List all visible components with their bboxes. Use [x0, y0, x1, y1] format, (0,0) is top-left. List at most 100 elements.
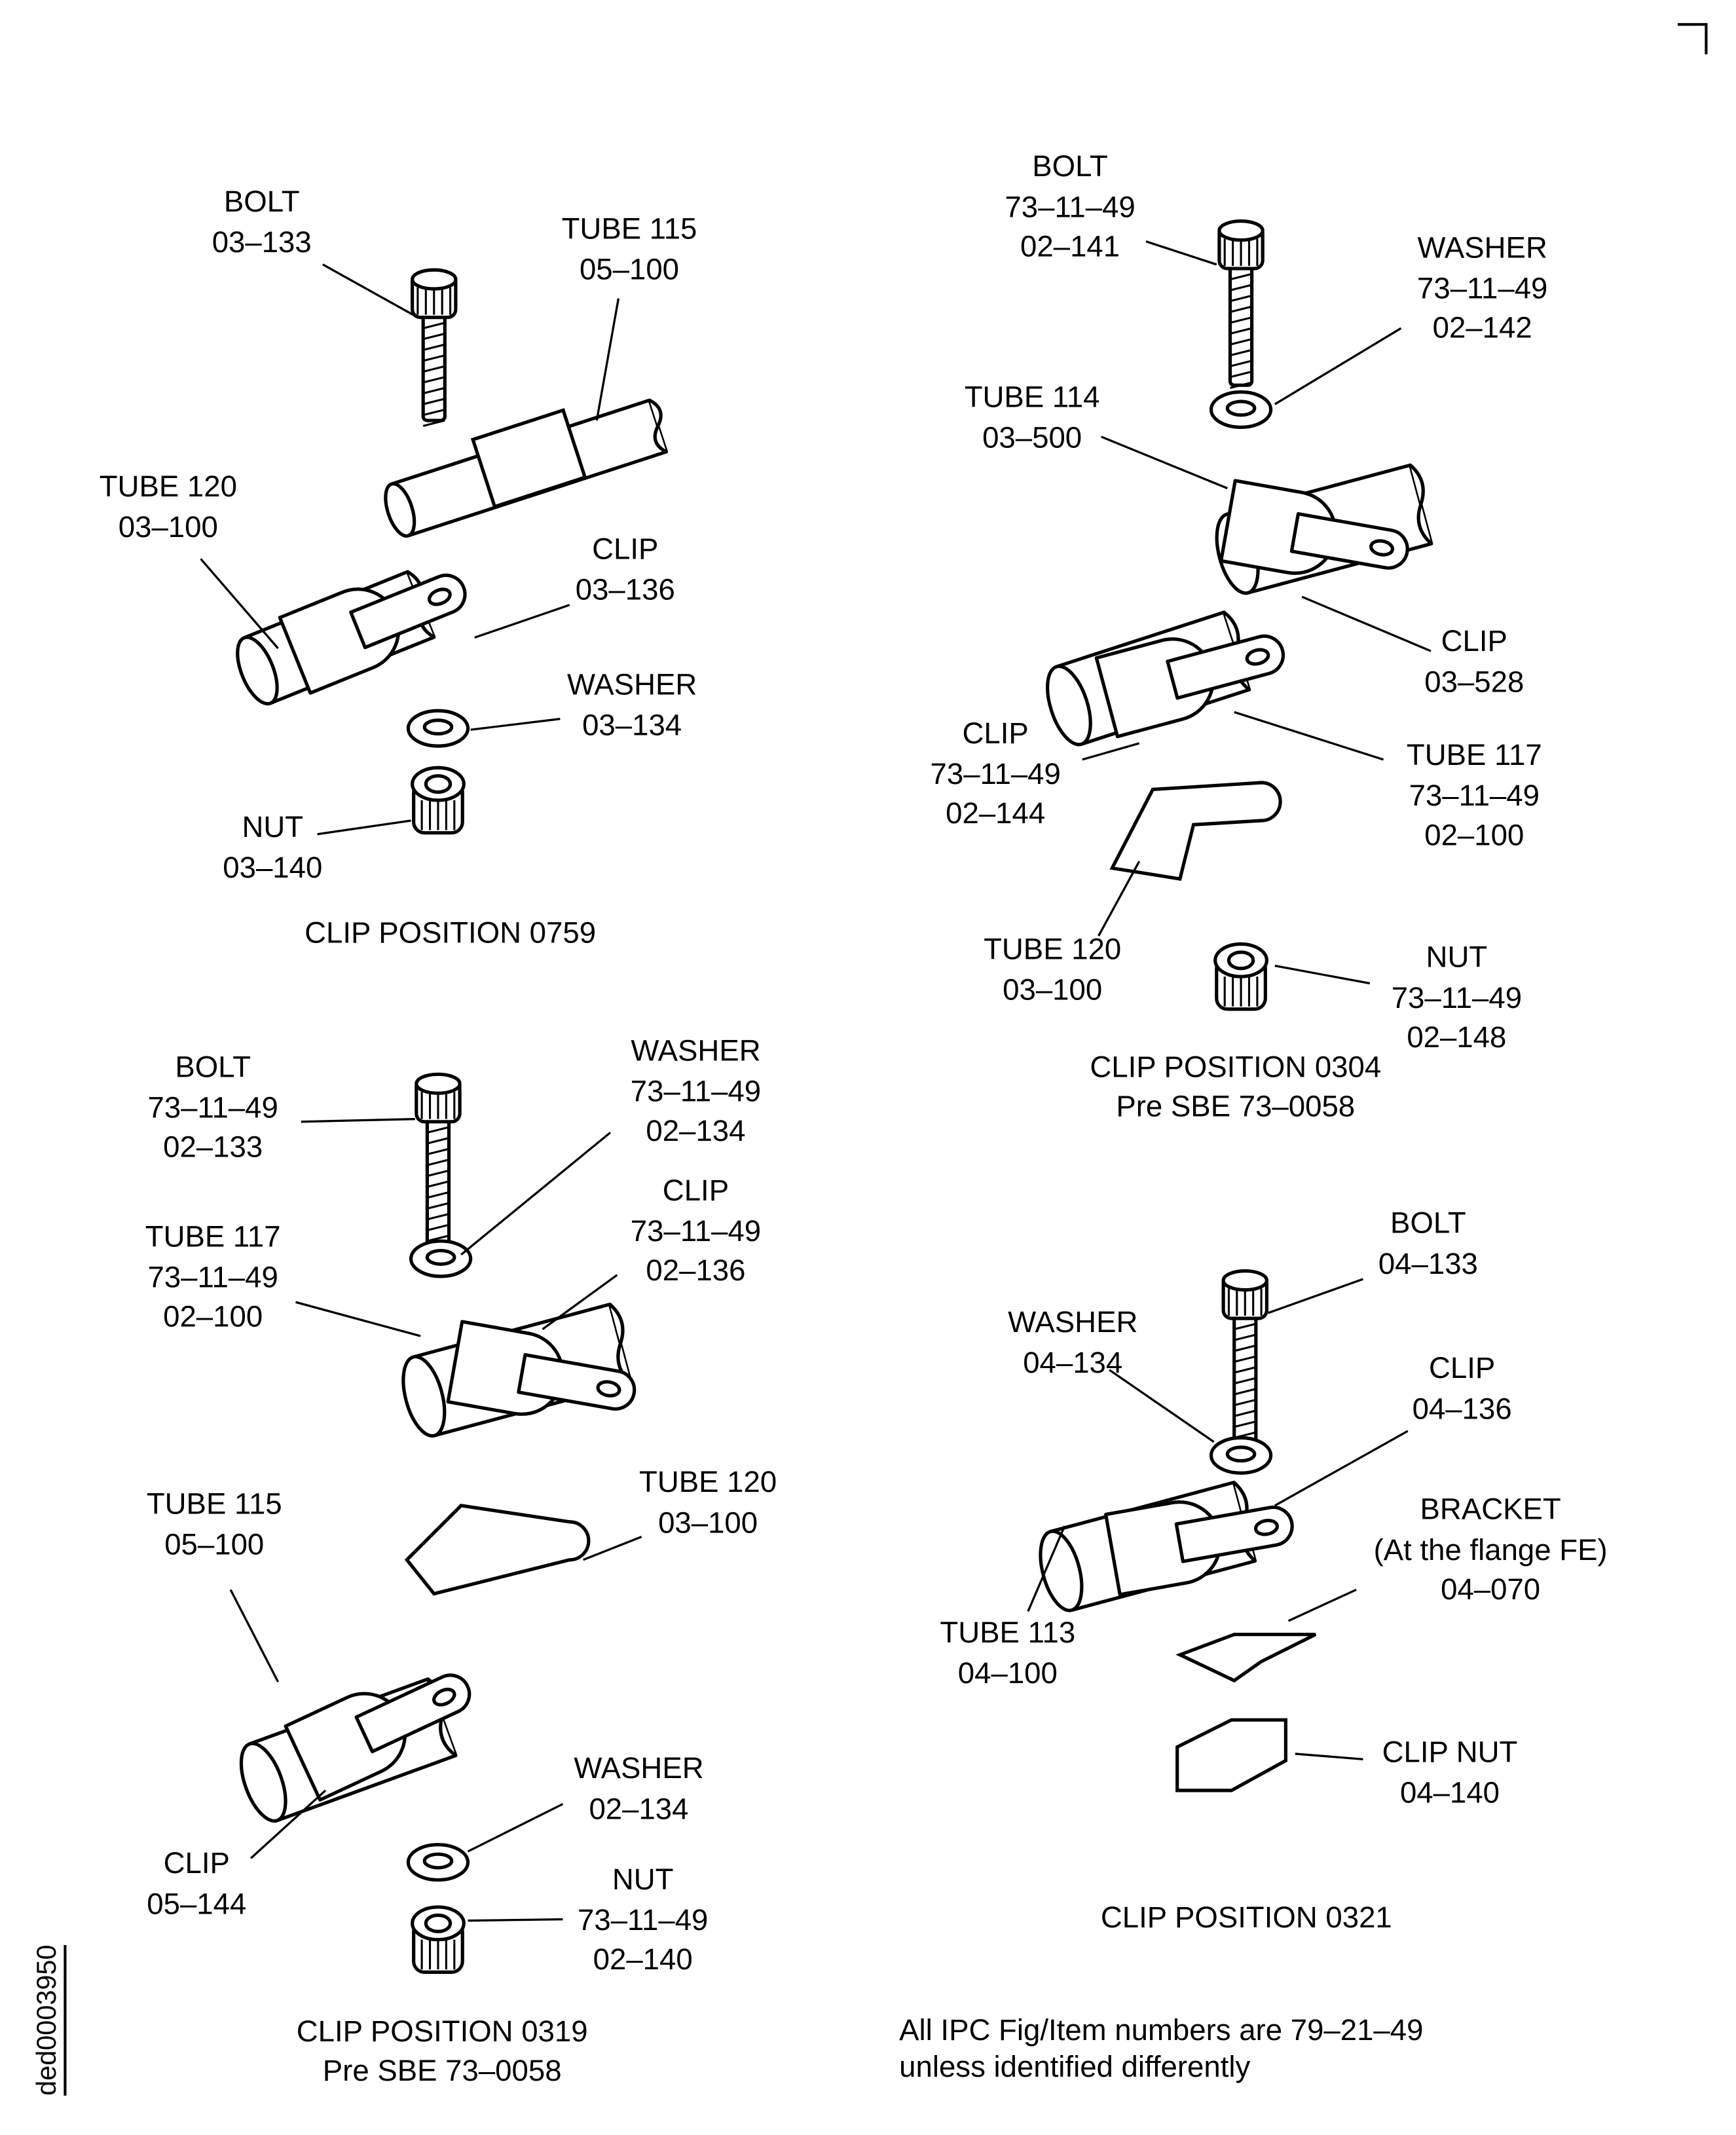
label-clip-02-136: CLIP 73–11–49 02–136 — [630, 1173, 762, 1288]
label-tube-120: TUBE 120 03–100 — [639, 1464, 777, 1539]
label-tube-115: TUBE 115 05–100 — [146, 1486, 282, 1561]
nut-part — [411, 1905, 466, 1974]
bolt-head-top — [1217, 219, 1265, 242]
washer-hole — [1225, 1445, 1257, 1463]
bolt-thread — [422, 398, 445, 405]
leader-line — [1234, 711, 1384, 761]
bolt-thread — [422, 376, 445, 384]
clip-hole — [1369, 539, 1395, 557]
bolt-thread — [1234, 1345, 1257, 1352]
bolt-thread — [422, 322, 445, 329]
leader-line — [460, 1132, 612, 1256]
leader-line — [467, 1803, 564, 1853]
ipc-note: All IPC Fig/Item numbers are 79–21–49 un… — [899, 2013, 1424, 2084]
bolt-thread — [422, 408, 445, 417]
label-clip-05-144: CLIP 05–144 — [147, 1846, 247, 1920]
leader-line — [595, 298, 620, 421]
clip-hole — [427, 587, 452, 606]
nut-part — [1213, 942, 1268, 1011]
tube-end — [236, 635, 279, 706]
clip-hole — [1245, 648, 1270, 666]
nut-bore — [424, 774, 452, 794]
bolt-thread — [1234, 1355, 1257, 1363]
leader-line — [1101, 436, 1228, 490]
clip-hole — [1253, 1519, 1279, 1536]
washer-part — [406, 1843, 470, 1882]
bolt-thread — [1230, 370, 1253, 379]
washer-hole — [1225, 399, 1257, 417]
bolt-part — [415, 1072, 462, 1264]
leader-line — [317, 819, 411, 836]
title-clip-position-0759: CLIP POSITION 0759 — [305, 915, 597, 950]
bolt-head-top — [411, 268, 458, 291]
leader-line — [468, 1918, 563, 1922]
leader-line — [470, 718, 561, 731]
label-bolt-03-133: BOLT 03–133 — [212, 184, 312, 259]
corner-crop-mark — [1677, 23, 1708, 54]
bolt-thread — [427, 1191, 449, 1199]
bolt-shaft — [1228, 261, 1254, 387]
document-id: ded0003950 — [32, 1944, 67, 2096]
clip-part — [284, 1673, 471, 1802]
washer-hole — [422, 718, 454, 736]
clip-bracket-part — [1109, 781, 1282, 882]
label-clip-02-144: CLIP 73–11–49 02–144 — [930, 716, 1061, 830]
label-washer-02-134: WASHER 73–11–49 02–134 — [630, 1033, 762, 1148]
leader-line — [582, 1536, 642, 1561]
bolt-head-top — [415, 1072, 462, 1095]
label-clip-03-136: CLIP 03–136 — [575, 531, 675, 606]
leader-line — [1027, 1525, 1066, 1612]
leader-line — [1109, 1369, 1215, 1443]
label-washer-04-134: WASHER 04–134 — [1008, 1305, 1138, 1379]
bolt-thread — [427, 1223, 449, 1231]
label-tube-120: TUBE 120 03–100 — [99, 469, 237, 544]
bolt-thread — [1234, 1377, 1257, 1385]
bolt-part — [411, 268, 458, 427]
label-bracket-04-070: BRACKET (At the flange FE) 04–070 — [1373, 1492, 1608, 1606]
label-nut-02-140: NUT 73–11–49 02–140 — [578, 1862, 709, 1977]
clip-part — [1219, 479, 1409, 575]
bolt-thread — [1230, 316, 1253, 324]
label-tube-113: TUBE 113 04–100 — [940, 1615, 1076, 1690]
bolt-thread — [1230, 338, 1253, 346]
label-bolt-02-141: BOLT 73–11–49 02–141 — [1005, 149, 1136, 263]
washer-part — [406, 709, 470, 748]
tube-end — [1046, 664, 1092, 747]
label-bolt-04-133: BOLT 04–133 — [1378, 1206, 1478, 1280]
bolt-thread — [1234, 1366, 1257, 1374]
nut-bore — [1227, 950, 1255, 971]
leader-line — [1274, 964, 1371, 985]
title-clip-position-0321: CLIP POSITION 0321 — [1100, 1900, 1392, 1935]
tube-nut-fitting — [470, 408, 587, 509]
label-tube-115: TUBE 115 05–100 — [561, 212, 697, 286]
label-washer-02-142: WASHER 73–11–49 02–142 — [1417, 231, 1548, 345]
tube-broken-end — [648, 398, 667, 454]
leader-line — [1267, 1278, 1364, 1314]
label-nut-03-140: NUT 03–140 — [223, 809, 323, 884]
clip-part — [1094, 634, 1285, 739]
clip-part — [278, 573, 467, 695]
label-washer-03-134: WASHER 03–134 — [566, 667, 697, 741]
bolt-thread — [422, 419, 445, 427]
label-tube-117: TUBE 117 73–11–49 02–100 — [145, 1219, 281, 1333]
bolt-thread — [422, 343, 445, 351]
leader-line — [200, 558, 279, 650]
leader-line — [322, 263, 418, 319]
nut-part — [411, 766, 466, 835]
bolt-thread — [427, 1213, 449, 1221]
bolt-thread — [1230, 272, 1253, 281]
bolt-thread — [1234, 1322, 1257, 1331]
bolt-part — [1221, 1269, 1268, 1461]
bolt-thread — [1230, 360, 1253, 367]
bolt-thread — [422, 386, 445, 395]
bolt-thread — [1234, 1420, 1257, 1428]
bolt-thread — [427, 1180, 449, 1188]
bolt-thread — [427, 1147, 449, 1156]
bolt-thread — [427, 1235, 449, 1242]
title-clip-position-0304: CLIP POSITION 0304 Pre SBE 73–0058 — [1090, 1050, 1382, 1123]
tube-end — [239, 1741, 287, 1823]
leader-line — [301, 1118, 415, 1123]
leader-line — [1098, 861, 1141, 937]
